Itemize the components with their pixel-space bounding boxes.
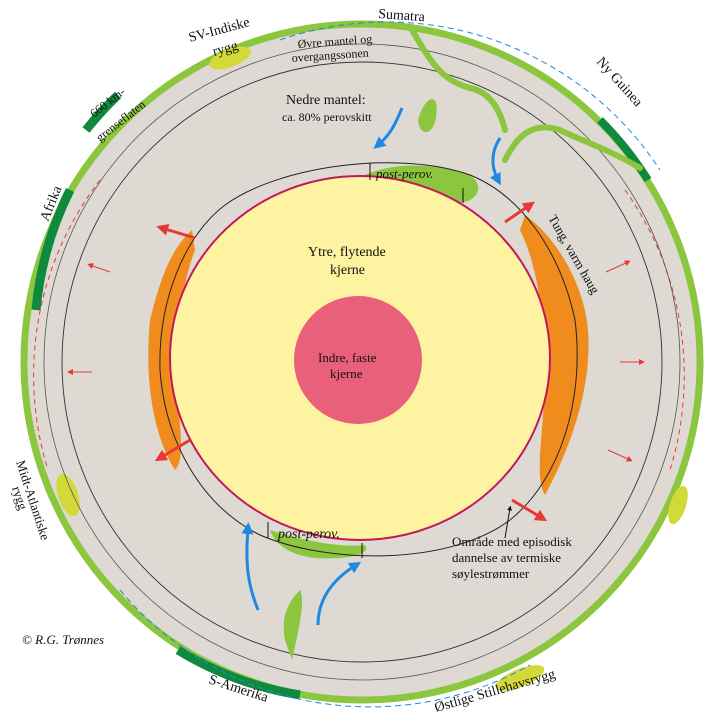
hot-arrow-nw — [156, 223, 196, 240]
label-post-perov-top: post-perov. — [375, 166, 433, 181]
label-midt-2: rygg — [9, 484, 31, 512]
cold-arrow-top-left — [373, 107, 404, 149]
thin-arrow-e1 — [605, 260, 631, 273]
label-omraade-3: søylestrømmer — [452, 566, 530, 581]
flow-line-red-east — [624, 189, 685, 471]
continent-ny-guinea — [597, 117, 652, 183]
label-indre-1: Indre, faste — [318, 350, 377, 365]
flow-line-red-west — [33, 179, 101, 471]
callout-pointer — [504, 505, 513, 539]
thin-arrow-w1 — [87, 263, 111, 273]
inner-core — [294, 296, 422, 424]
cold-arrow-bottom-right — [316, 561, 362, 626]
post-perov-lens-bottom — [270, 530, 367, 559]
ridge-ostlige-stillehav — [495, 665, 545, 691]
slab-ny-guinea — [502, 124, 643, 171]
crust-ring — [20, 20, 704, 704]
ridge-midt-atlantiske — [56, 473, 80, 517]
ridge-east — [668, 485, 688, 525]
copyright-notice: © R.G. Trønnes — [22, 632, 105, 647]
label-ytre-2: kjerne — [330, 263, 365, 278]
continent-africa-2 — [82, 91, 122, 133]
continent-africa — [31, 187, 75, 311]
slab-s-america — [283, 590, 303, 660]
continent-s-america — [175, 646, 301, 700]
label-post-perov-bottom: post-perov. — [277, 527, 340, 542]
label-sv-indiske-1: SV-Indiske — [187, 15, 251, 46]
cold-arrow-bottom-left — [241, 522, 260, 611]
hot-arrow-sw — [154, 438, 191, 462]
flow-line-blue-top — [279, 21, 661, 171]
discontinuity-660km — [61, 61, 663, 663]
post-perov-lens-top — [365, 165, 479, 203]
label-sv-indiske-2: rygg — [211, 39, 240, 60]
d-double-prime-layer — [159, 162, 578, 557]
upper-mantle-line — [43, 43, 681, 681]
label-ytre-1: Ytre, flytende — [308, 245, 386, 260]
thin-arrow-e3 — [607, 449, 633, 462]
hot-arrow-ne — [504, 201, 535, 224]
label-ovre-1: Øvre mantel og — [297, 32, 372, 51]
cold-arrow-top-right — [489, 137, 502, 186]
slab-sumatra — [409, 27, 508, 133]
label-omraade-2: dannelse av termiske — [452, 550, 561, 565]
ridge-sv-indiske — [209, 46, 251, 70]
hot-pile-east — [520, 215, 589, 495]
label-nedre-2: ca. 80% perovskitt — [282, 110, 372, 124]
hot-arrow-se — [511, 498, 548, 522]
label-indre-2: kjerne — [330, 366, 363, 381]
slab-blob-top — [418, 99, 437, 133]
label-sumatra: Sumatra — [378, 7, 426, 25]
label-ovre-2: overgangssonen — [291, 46, 369, 65]
label-omraade-1: Område med episodisk — [452, 534, 572, 549]
label-nedre-1: Nedre mantel: — [286, 93, 366, 108]
flow-line-blue-bottom — [119, 589, 531, 708]
